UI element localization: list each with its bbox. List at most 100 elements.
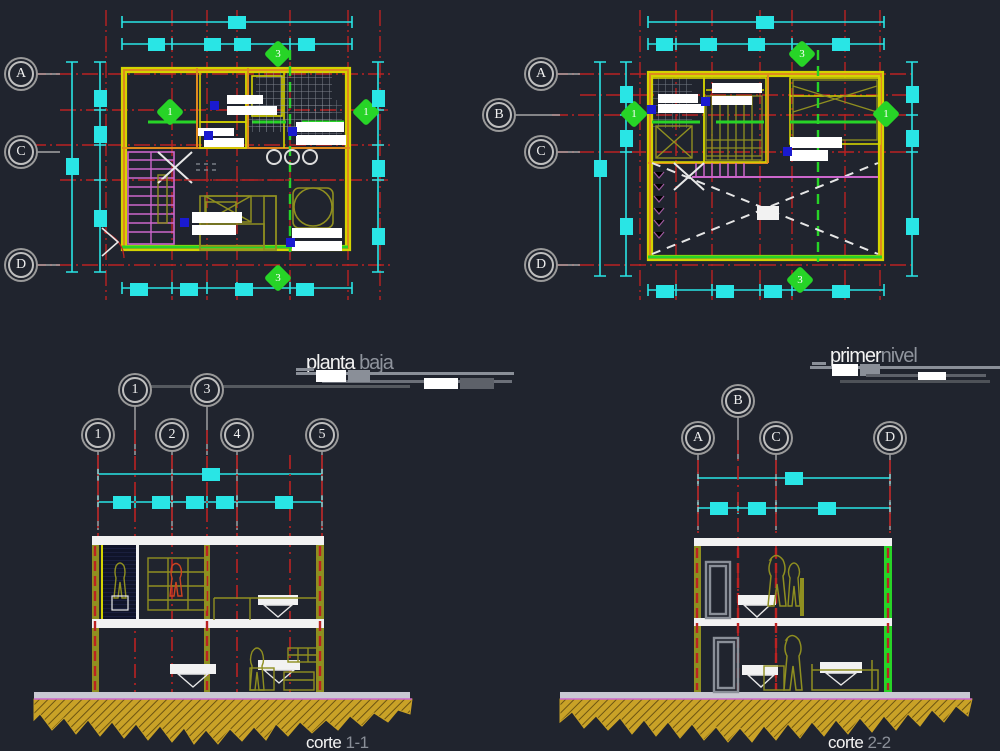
section-bubble-1-bot[interactable]: 1 <box>85 422 111 448</box>
section-marker-label: 1 <box>363 106 369 118</box>
title-primer-nivel-main: primer <box>830 345 882 367</box>
dim-text-block <box>716 285 734 298</box>
section-bubble-B-top[interactable]: B <box>725 388 751 414</box>
section-bubble-C-bot[interactable]: C <box>763 425 789 451</box>
section-bubble-D-bot[interactable]: D <box>877 425 903 451</box>
section-marker-right-3[interactable]: 1 <box>871 99 902 130</box>
dim-text-block <box>748 38 765 51</box>
room-label <box>790 150 828 161</box>
room-label <box>712 83 762 93</box>
grid-bubble-C-left[interactable]: C <box>8 139 34 165</box>
dim-text-block <box>66 158 79 175</box>
room-label <box>296 135 346 145</box>
plan-green-band-2 <box>648 120 882 259</box>
dim-text-block <box>234 38 251 51</box>
title-corte-1-1: corte 1-1 <box>306 733 369 751</box>
dim-text-block <box>832 38 850 51</box>
hatch-dots-left <box>196 163 216 171</box>
section-marker-left-1[interactable]: 1 <box>155 97 186 128</box>
dim-text-block <box>906 218 919 235</box>
lower-floor-1 <box>170 647 319 691</box>
grid-bubble-B-right[interactable]: B <box>486 102 512 128</box>
title-tag-1 <box>316 370 346 382</box>
grip-point[interactable] <box>180 218 189 227</box>
section-bubble-5-bot[interactable]: 5 <box>309 422 335 448</box>
title-tag-4 <box>460 378 494 389</box>
entry-arrow <box>101 227 120 257</box>
grip-point[interactable] <box>647 105 656 114</box>
bath-tile-right <box>652 78 692 128</box>
dim-text-block <box>275 496 293 509</box>
grid-bubble-D-left[interactable]: D <box>8 252 34 278</box>
title-tag-2 <box>348 370 370 382</box>
dim-text-block <box>906 130 919 147</box>
section-bubble-2-bot[interactable]: 2 <box>159 422 185 448</box>
lamp-cone <box>262 604 294 618</box>
room-label <box>292 228 342 238</box>
grid-bubble-A-right[interactable]: A <box>528 61 554 87</box>
dim-text-block <box>372 160 385 177</box>
section-bubble-3-top[interactable]: 3 <box>194 377 220 403</box>
grid-bubble-D-right[interactable]: D <box>528 252 554 278</box>
room-label <box>192 225 236 235</box>
mid-slab-2 <box>694 618 892 626</box>
ground-slab-2 <box>560 692 970 699</box>
dim-text-block <box>764 285 782 298</box>
dim-text-block <box>710 502 728 515</box>
section-marker-label: 1 <box>167 106 173 118</box>
terrace-center-block <box>757 206 779 220</box>
section-bubble-4-bot[interactable]: 4 <box>224 422 250 448</box>
dim-text-block <box>372 90 385 107</box>
dim-text-block <box>620 218 633 235</box>
section-marker-label: 1 <box>631 108 637 120</box>
dim-text-block <box>298 38 315 51</box>
grip-point[interactable] <box>288 127 297 136</box>
section-marker-right-1[interactable]: 3 <box>787 39 818 70</box>
dim-text-block <box>180 283 198 296</box>
dim-text-block <box>202 468 220 481</box>
grid-bubble-C-right[interactable]: C <box>528 139 554 165</box>
room-label <box>204 138 244 147</box>
stair-hatch-right <box>705 95 763 161</box>
grip-point[interactable] <box>204 131 213 140</box>
human-figure-2 <box>169 562 183 597</box>
section-marker-right-4[interactable]: 3 <box>785 265 816 296</box>
dim-text-block <box>148 38 165 51</box>
section-marker-left-4[interactable]: 3 <box>263 263 294 294</box>
room-label <box>658 104 704 113</box>
dim-text-block <box>296 283 314 296</box>
stair-plan-left <box>127 151 175 245</box>
section-marker-right-2[interactable]: 1 <box>619 99 650 130</box>
dim-text-block <box>818 502 836 515</box>
section-rebar-2 <box>695 548 890 690</box>
earth-hatch-2 <box>559 698 973 743</box>
break-line-x <box>157 151 193 184</box>
plant-symbols <box>653 171 665 239</box>
dim-text-block <box>113 496 131 509</box>
title2-rule-1 <box>810 366 1000 369</box>
section-bubble-A-bot[interactable]: A <box>685 425 711 451</box>
title-rule-4 <box>120 385 410 388</box>
grip-point[interactable] <box>783 147 792 156</box>
dim-text-block <box>832 285 850 298</box>
grip-point[interactable] <box>286 238 295 247</box>
room-label <box>227 106 277 115</box>
dim-text-block <box>152 496 170 509</box>
section-marker-left-3[interactable]: 1 <box>351 97 382 128</box>
title-corte-1-1-sub: 1-1 <box>345 733 370 751</box>
dim-text-block <box>94 126 107 143</box>
human-figure-3 <box>249 647 265 691</box>
dim-text-block <box>906 86 919 103</box>
room-label <box>790 137 842 148</box>
grip-point[interactable] <box>701 97 710 106</box>
grid-bubble-A-left[interactable]: A <box>8 61 34 87</box>
title2-tag-2 <box>860 364 880 376</box>
earth-hatch-1 <box>33 698 413 745</box>
grip-point[interactable] <box>210 101 219 110</box>
section-marker-left-2[interactable]: 3 <box>263 39 294 70</box>
bathtub-right <box>655 125 693 159</box>
section-bubble-1-top[interactable]: 1 <box>122 377 148 403</box>
break-line-x-2 <box>673 162 705 191</box>
lamp-shade-4 <box>738 595 776 605</box>
